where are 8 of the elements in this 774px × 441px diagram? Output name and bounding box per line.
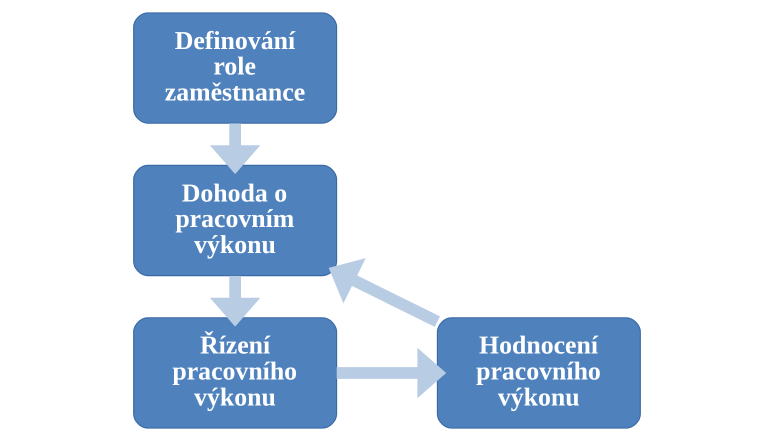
node-box: Definování role zaměstnance bbox=[133, 12, 338, 124]
arrow bbox=[336, 348, 446, 398]
node-box: Řízení pracovního výkonu bbox=[133, 317, 338, 429]
arrow bbox=[210, 276, 260, 327]
arrow bbox=[328, 258, 440, 327]
node-box: Dohoda o pracovním výkonu bbox=[133, 164, 338, 276]
node-box: Hodnocení pracovního výkonu bbox=[436, 317, 641, 429]
arrow bbox=[210, 123, 260, 174]
